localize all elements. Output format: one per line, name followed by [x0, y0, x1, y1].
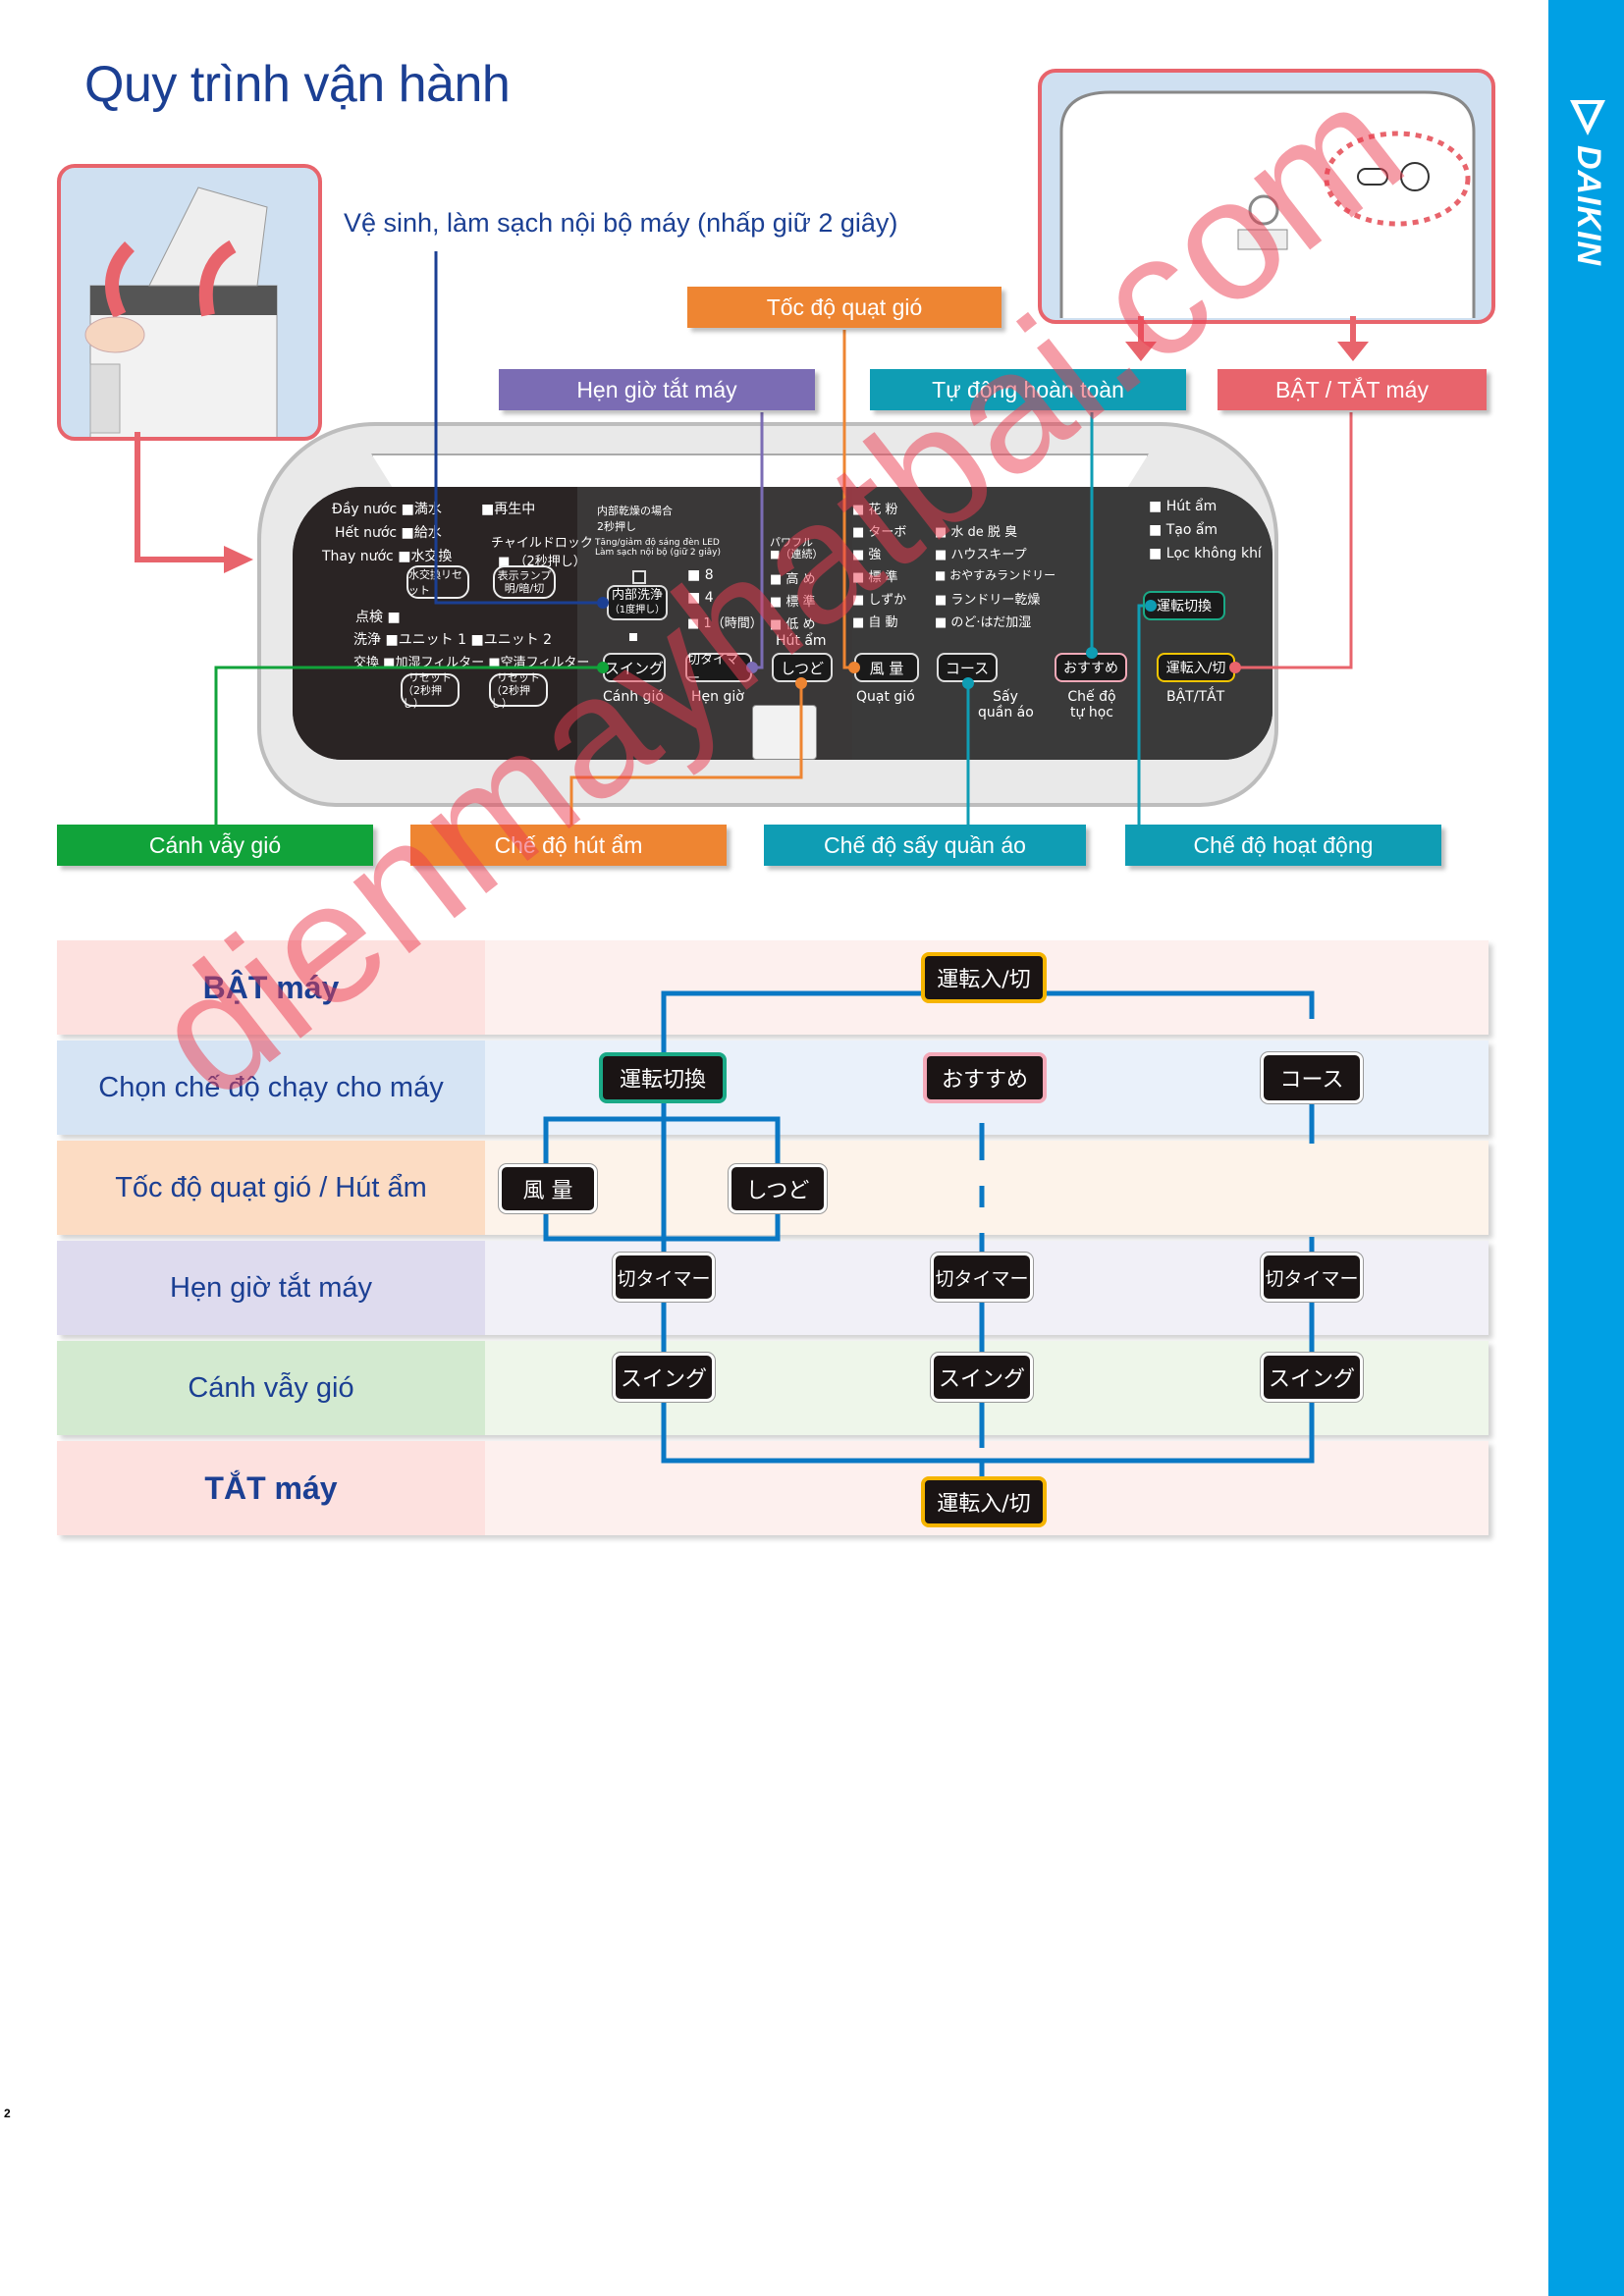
callout-cleaning: Vệ sinh, làm sạch nội bộ máy (nhấp giữ 2… — [344, 208, 898, 238]
off-timer-button[interactable]: 切タイマー — [685, 653, 752, 686]
humid-normal: ■ 標 準 — [770, 595, 816, 610]
top-view-illustration — [1038, 69, 1495, 324]
flow-dehumid-button[interactable]: しつど — [729, 1164, 827, 1213]
inset-connector — [135, 432, 253, 573]
course-night-laundry: ■ おやすみランドリー — [935, 568, 1056, 582]
clean-led — [632, 570, 646, 584]
flow-fan-button[interactable]: 風 量 — [499, 1164, 597, 1213]
flow-label-power-off: TẮT máy — [57, 1441, 485, 1535]
callout-laundry-mode: Chế độ sấy quần áo — [764, 825, 1086, 866]
page-number: 2 — [4, 2107, 11, 2120]
flow-swing-button-1[interactable]: スイング — [613, 1353, 715, 1402]
control-panel — [293, 487, 1272, 760]
internal-clean-button[interactable]: 内部洗浄（1度押し） — [607, 585, 668, 620]
humid-low: ■ 低 め — [770, 617, 816, 632]
fan-quiet: ■ しずか — [852, 593, 907, 608]
fan-label: Quạt gió — [856, 689, 915, 705]
course-laundry-dry: ■ ランドリー乾燥 — [935, 593, 1041, 608]
callout-operation-mode: Chế độ hoạt động — [1125, 825, 1441, 866]
callout-off-timer: Hẹn giờ tắt máy — [499, 369, 815, 410]
indicator-change: Thay nước ■水交換 — [322, 549, 453, 564]
panel-window — [752, 705, 817, 760]
humid-title: Hút ẩm — [776, 633, 827, 649]
mode-humidify: ■ Tạo ẩm — [1149, 522, 1218, 538]
callout-dehumid-mode: Chế độ hút ẩm — [410, 825, 727, 866]
power-label: BẬT/TẮT — [1166, 689, 1225, 705]
page-title: Quy trình vận hành — [84, 56, 511, 113]
brand-band: DAIKIN — [1548, 0, 1624, 2296]
flow-timer-button-3[interactable]: 切タイマー — [1261, 1253, 1363, 1302]
callout-fan-speed: Tốc độ quạt gió — [687, 287, 1001, 328]
fan-normal: ■ 標 準 — [852, 570, 898, 585]
callout-power: BẬT / TẮT máy — [1218, 369, 1487, 410]
daikin-logo-icon — [1570, 100, 1605, 135]
fan-turbo: ■ ターボ — [852, 525, 907, 540]
callout-swing: Cánh vẫy gió — [57, 825, 373, 866]
dehumid-button[interactable]: しつど — [772, 653, 833, 682]
flow-label-swing: Cánh vẫy gió — [57, 1341, 485, 1435]
reset-unit2-button[interactable]: リセット（2秒押し） — [489, 671, 548, 710]
swing-led — [629, 633, 637, 641]
flow-swing-button-2[interactable]: スイング — [931, 1353, 1033, 1402]
mode-dehumid: ■ Hút ẩm — [1149, 499, 1218, 514]
flow-power-off-button[interactable]: 運転入/切 — [921, 1476, 1047, 1527]
inset-arrows — [1125, 316, 1369, 361]
top-view-image — [1059, 90, 1476, 318]
lid-open-image — [84, 187, 278, 437]
powerful-indicator: ■（連続） — [770, 548, 824, 561]
timer-4: ■ 4 — [687, 590, 714, 606]
flow-timer-button-1[interactable]: 切タイマー — [613, 1253, 715, 1302]
flow-course-button[interactable]: コース — [1261, 1052, 1363, 1103]
callout-lines — [214, 251, 1353, 825]
fan-strong: ■ 強 — [852, 548, 882, 562]
flow-label-power-on: BẬT máy — [57, 940, 485, 1035]
timer-8: ■ 8 — [687, 567, 714, 583]
wash-label: 洗浄 ■ユニット 1 ■ユニット 2 — [353, 632, 553, 648]
check-label: 点検 ■ — [355, 610, 401, 625]
flow-power-on-button[interactable]: 運転入/切 — [921, 952, 1047, 1003]
powerful-label: パワフル — [770, 536, 813, 549]
callout-full-auto: Tự động hoàn toàn — [870, 369, 1186, 410]
flow-swing-button-3[interactable]: スイング — [1261, 1353, 1363, 1402]
flow-timer-button-2[interactable]: 切タイマー — [931, 1253, 1033, 1302]
timer-1: ■ 1（時間） — [687, 616, 763, 631]
course-housekeep: ■ ハウスキープ — [935, 548, 1027, 562]
timer-label: Hẹn giờ — [691, 689, 744, 705]
fan-pollen: ■ 花 粉 — [852, 503, 898, 517]
course-deodorize: ■ 水 de 脱 臭 — [935, 525, 1018, 540]
lid-illustration — [57, 164, 322, 441]
course-throat-skin: ■ のど·はだ加湿 — [935, 615, 1032, 630]
flow-mode-switch-button[interactable]: 運転切換 — [599, 1052, 727, 1103]
swing-label: Cánh gió — [603, 689, 664, 705]
regen-indicator: ■再生中 — [481, 502, 536, 517]
lamp-button[interactable]: 表示ランプ明/暗/切 — [493, 565, 556, 599]
mode-purify: ■ Lọc không khí — [1149, 546, 1262, 561]
power-button[interactable]: 運転入/切 — [1157, 653, 1235, 682]
reset-unit1-button[interactable]: リセット（2秒押し） — [401, 671, 460, 710]
flow-label-mode: Chọn chế độ chạy cho máy — [57, 1041, 485, 1135]
flow-label-fan: Tốc độ quạt gió / Hút ẩm — [57, 1141, 485, 1235]
mode-switch-button[interactable]: 運転切換 — [1143, 591, 1225, 620]
fan-auto: ■ 自 動 — [852, 615, 898, 630]
flow-recommend-button[interactable]: おすすめ — [923, 1052, 1047, 1103]
humid-high: ■ 高 め — [770, 572, 816, 587]
flow-label-timer: Hẹn giờ tắt máy — [57, 1241, 485, 1335]
